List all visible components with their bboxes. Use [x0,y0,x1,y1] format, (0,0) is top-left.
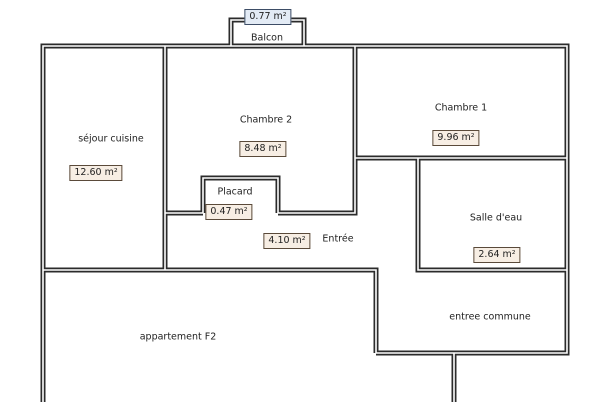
sejour-label: séjour cuisine [78,133,144,145]
wall-chambre2-right [278,46,358,216]
balcony-area: 0.77 m² [244,9,292,25]
balcony-label: Balcon [250,32,284,44]
chambre2-area: 8.48 m² [239,141,287,157]
appartement-label: appartement F2 [139,331,217,343]
entree-commune-label: entree commune [449,311,531,323]
sejour-area: 12.60 m² [69,165,123,181]
placard-area: 0.47 m² [205,204,253,220]
chambre1-label: Chambre 1 [434,102,488,114]
walls [40,17,570,402]
placard-label: Placard [217,186,253,198]
outer-wall-top [40,43,570,402]
walls-inner [42,19,568,402]
chambre1-area: 9.96 m² [432,130,480,146]
salle-eau-area: 2.64 m² [473,247,521,263]
entree-area: 4.10 m² [263,233,311,249]
chambre2-label: Chambre 2 [239,114,293,126]
salle-eau-label: Salle d'eau [469,212,523,224]
entree-label: Entrée [322,233,354,245]
